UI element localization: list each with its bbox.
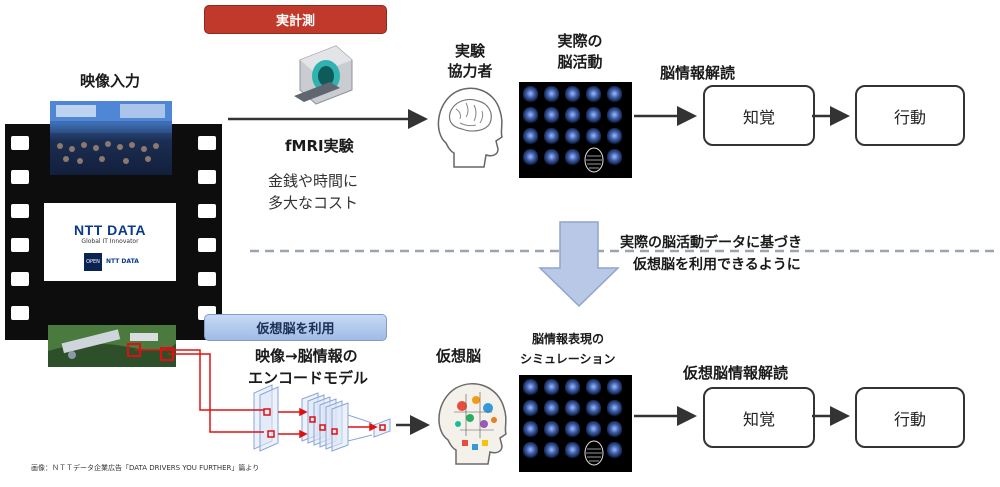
activity-line-2: 脳活動: [557, 53, 603, 71]
sim-line-2: シミュレーション: [520, 352, 616, 366]
virtual-brain-badge: 仮想脳を利用: [204, 314, 387, 341]
video-frame-aerial: [48, 325, 176, 367]
ntt-tagline: Global IT Innovator: [81, 238, 139, 245]
decode-title: 脳情報解読: [660, 64, 736, 82]
encode-line-1: 映像→脳情報の: [255, 347, 358, 365]
virtual-brain-head-icon: [438, 383, 507, 465]
fmri-label: fMRI実験: [285, 137, 354, 155]
action-box-bottom: 行動: [855, 387, 965, 448]
ntt-data-logo: NTT DATA: [74, 222, 146, 238]
perception-box-bottom: 知覚: [703, 387, 815, 448]
middle-note-line-2: 仮想脳を利用できるように: [633, 257, 801, 273]
cost-line-1: 金銭や時間に: [268, 172, 359, 190]
sim-line-1: 脳情報表現の: [532, 332, 605, 346]
video-frame-logo: NTT DATA Global IT Innovator OPEN NTT DA…: [44, 203, 176, 281]
video-frame-crowd: [50, 101, 172, 175]
perception-box-top: 知覚: [703, 85, 815, 146]
open-logo: OPEN: [84, 253, 102, 271]
crowd-image: [50, 101, 172, 175]
middle-note-line-1: 実際の脳活動データに基づき: [620, 235, 802, 251]
dashed-separator: [250, 249, 998, 253]
image-caption: 画像：ＮＴＴデータ企業広告「DATA DRIVERS YOU FURTHER」篇…: [31, 464, 260, 472]
action-box-top: 行動: [855, 85, 965, 146]
brain-scan-grid-bottom: [519, 375, 632, 472]
head-scan-icon: [584, 147, 604, 173]
encoding-network: [253, 384, 391, 452]
down-arrow: [538, 221, 620, 308]
virtual-brain-label: 仮想脳: [436, 347, 482, 365]
subject-line-1: 実験: [454, 42, 485, 60]
head-scan-icon-bottom: [584, 440, 604, 466]
encode-line-2: エンコードモデル: [248, 369, 369, 387]
virtual-decode-title: 仮想脳情報解読: [683, 364, 789, 382]
ntt-small-logo: NTT DATA: [106, 258, 139, 265]
aerial-image: [48, 325, 176, 367]
cost-line-2: 多大なコスト: [268, 194, 359, 212]
video-input-label: 映像入力: [80, 72, 141, 90]
activity-line-1: 実際の: [557, 32, 603, 50]
brain-scan-grid-top: [519, 82, 632, 178]
mri-scanner-icon: [294, 45, 353, 105]
real-measurement-badge: 実計測: [204, 5, 387, 34]
subject-line-2: 協力者: [447, 62, 493, 80]
red-connectors: [135, 349, 264, 433]
head-brain-icon: [437, 87, 503, 168]
